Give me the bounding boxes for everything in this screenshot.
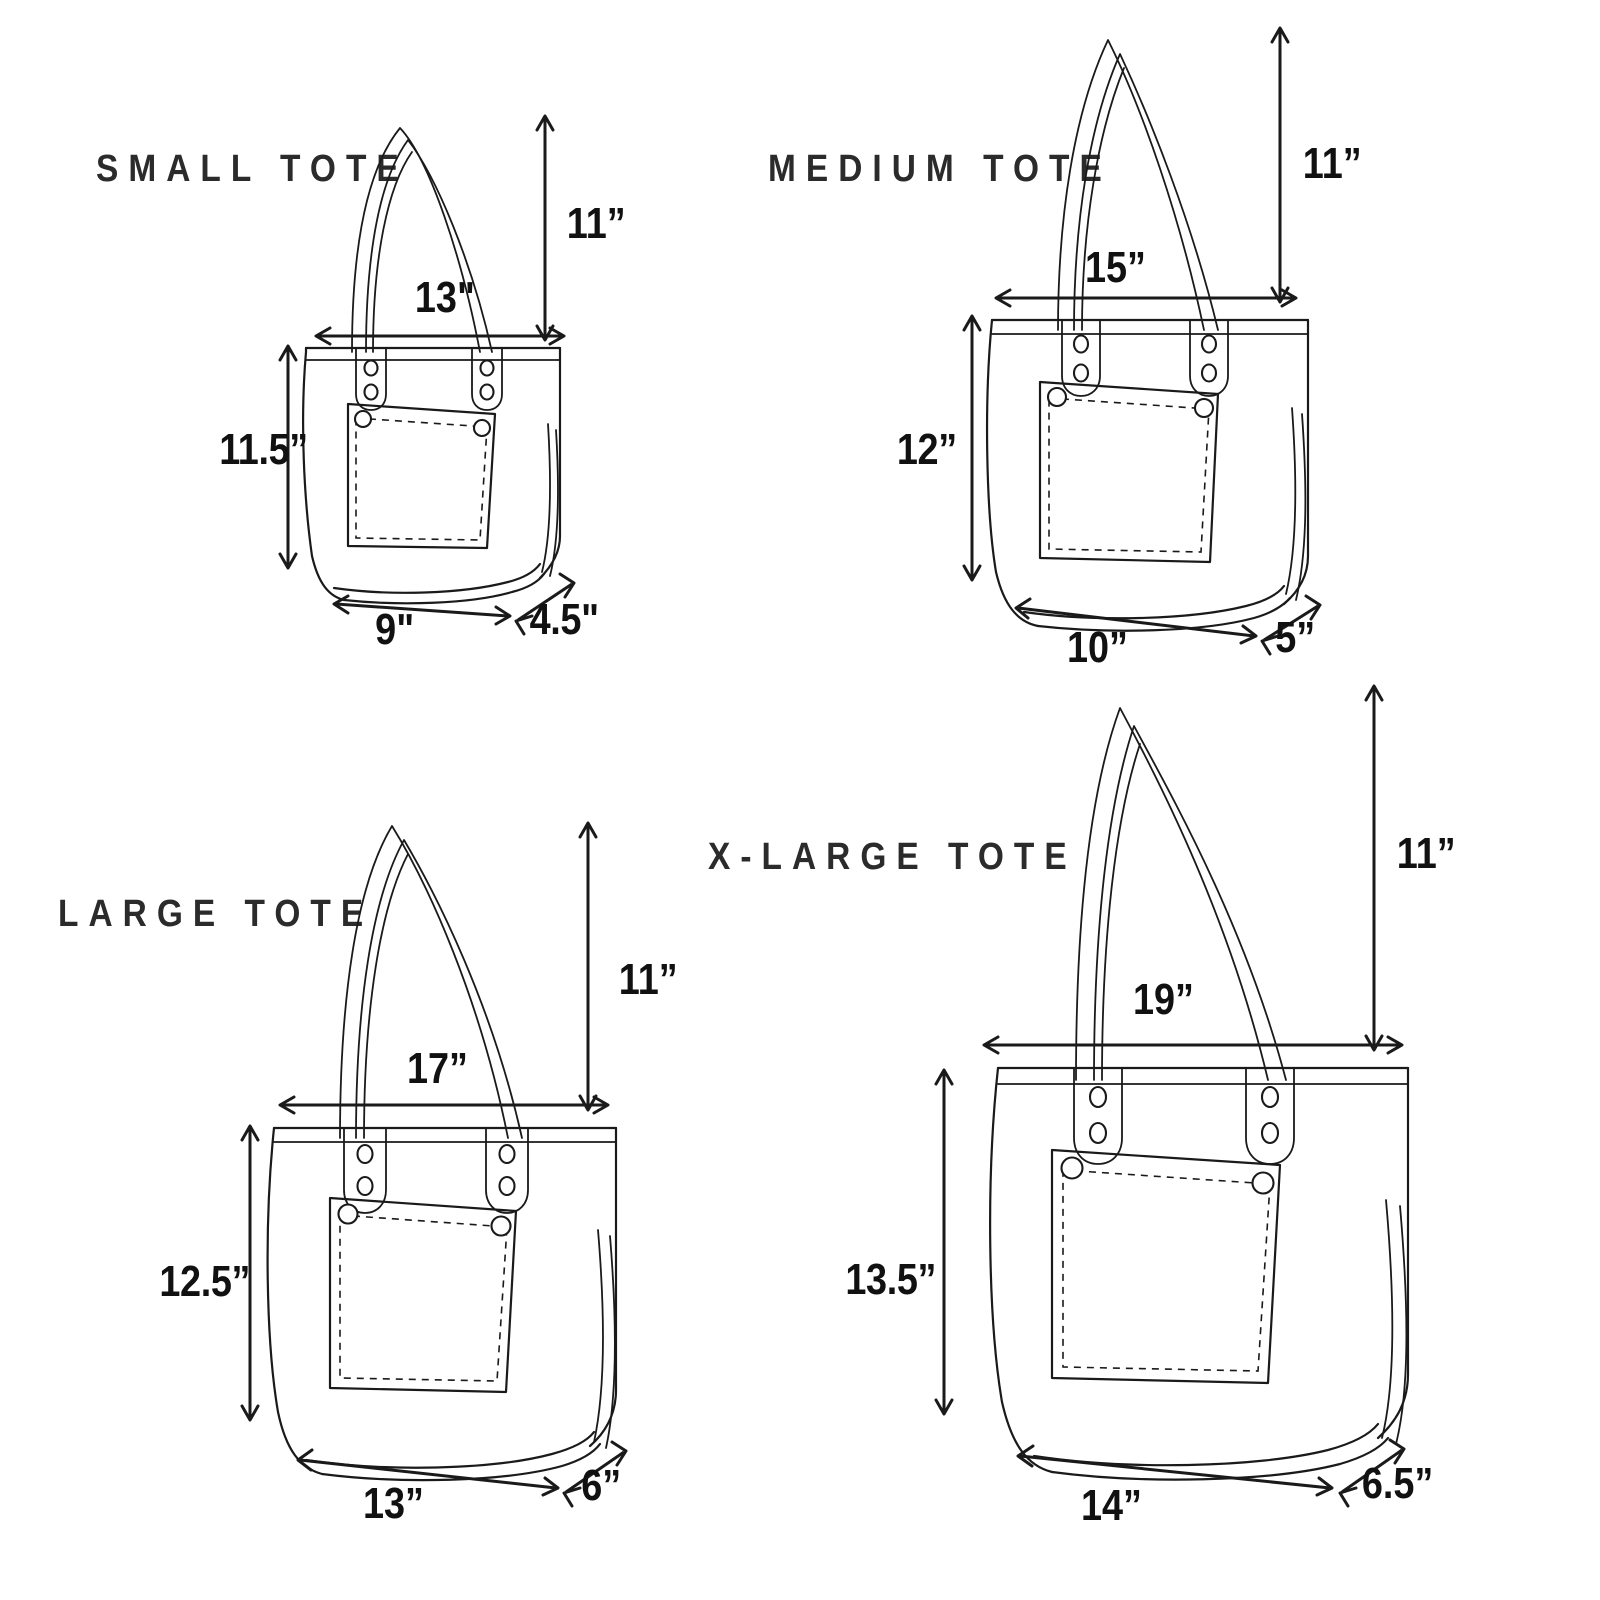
dim-label-small-top-width: 13" (414, 273, 475, 322)
dim-label-medium-top-width: 15” (1084, 243, 1146, 292)
dim-label-medium-bottom-width: 10” (1066, 623, 1128, 672)
dim-label-medium-height: 12” (896, 425, 957, 474)
dim-label-large-height: 12.5” (159, 1257, 251, 1306)
dim-label-xlarge-bottom-width: 14” (1080, 1481, 1142, 1530)
dim-label-large-top-width: 17” (406, 1044, 468, 1093)
dim-label-small-height: 11.5” (219, 425, 308, 474)
dim-label-xlarge-top-width: 19” (1132, 975, 1194, 1024)
dim-label-xlarge-depth: 6.5” (1361, 1459, 1434, 1508)
tote-illustration-xlarge (934, 684, 1410, 1508)
tote-panel-xlarge: X-LARGE TOTE (690, 660, 1600, 1600)
panel-title-large: LARGE TOTE (58, 893, 374, 935)
tote-panel-large: LARGE TOTE (0, 690, 700, 1600)
tote-panel-medium: MEDIUM TOTE (680, 0, 1600, 690)
tote-panel-small: SMALL TOTE (0, 0, 680, 680)
dim-label-medium-handle-drop: 11” (1302, 139, 1362, 188)
tote-illustration-medium (962, 26, 1322, 656)
panel-title-small: SMALL TOTE (96, 148, 409, 190)
dim-label-large-depth: 6” (581, 1461, 622, 1510)
panel-title-medium: MEDIUM TOTE (768, 148, 1112, 190)
tote-illustration-small (278, 114, 576, 636)
dim-label-large-handle-drop: 11” (618, 955, 678, 1004)
dim-label-small-depth: 4.5" (529, 595, 599, 644)
panel-title-xlarge: X-LARGE TOTE (708, 836, 1077, 878)
dim-label-xlarge-handle-drop: 11” (1396, 829, 1456, 878)
dim-label-small-handle-drop: 11” (566, 199, 626, 248)
dim-label-large-bottom-width: 13” (362, 1479, 424, 1528)
dim-label-xlarge-height: 13.5” (845, 1255, 937, 1304)
tote-illustration-large (240, 821, 628, 1508)
dim-label-small-bottom-width: 9" (375, 605, 415, 654)
dim-label-medium-depth: 5” (1275, 613, 1316, 662)
